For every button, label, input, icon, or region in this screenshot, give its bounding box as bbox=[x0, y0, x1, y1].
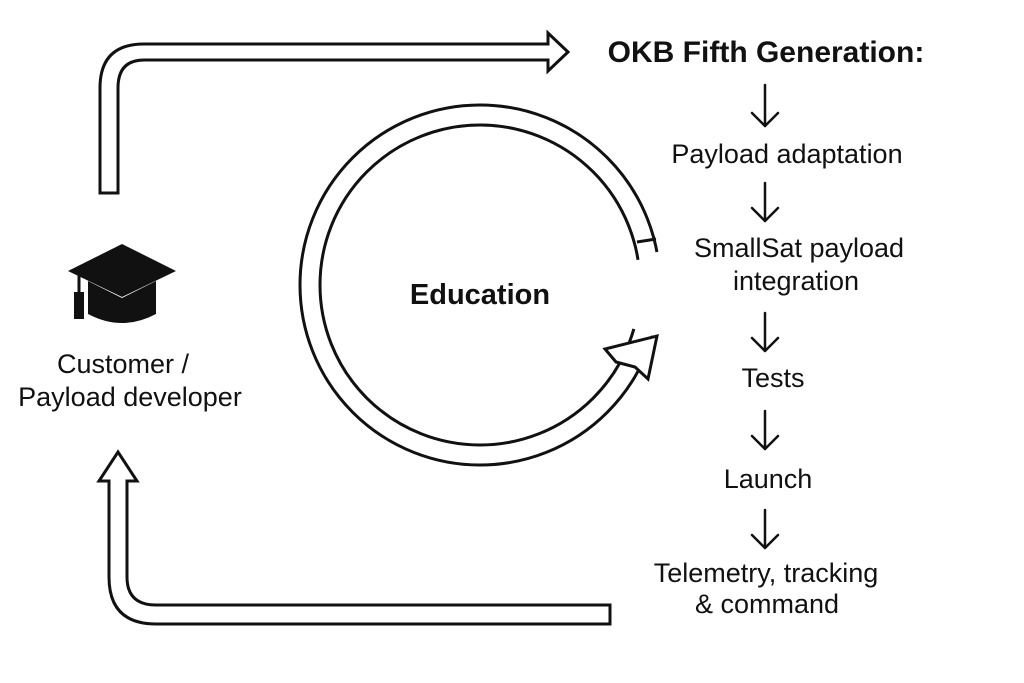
down-arrow-3 bbox=[750, 311, 780, 353]
actor-label-line1: Customer / bbox=[57, 349, 190, 379]
flow-arrows bbox=[750, 83, 780, 550]
step-smallsat-integration-line1: SmallSat payload bbox=[694, 233, 904, 263]
diagram-title: OKB Fifth Generation: bbox=[608, 36, 925, 69]
step-tests: Tests bbox=[741, 363, 804, 393]
down-arrow-4 bbox=[750, 409, 780, 451]
step-telemetry-line2: & command bbox=[695, 589, 839, 619]
down-arrow-5 bbox=[750, 508, 780, 550]
graduation-cap-icon bbox=[68, 244, 176, 323]
education-label: Education bbox=[410, 279, 550, 311]
step-telemetry-line1: Telemetry, tracking bbox=[654, 558, 879, 588]
bottom-hollow-arrow bbox=[96, 449, 612, 626]
actor-label-line2: Payload developer bbox=[18, 382, 242, 412]
step-payload-adaptation: Payload adaptation bbox=[671, 139, 902, 169]
down-arrow-1 bbox=[750, 83, 780, 128]
education-cycle-arrow bbox=[298, 103, 669, 467]
top-hollow-arrow bbox=[98, 29, 571, 195]
down-arrow-2 bbox=[750, 181, 780, 223]
step-launch: Launch bbox=[724, 464, 813, 494]
step-smallsat-integration-line2: integration bbox=[733, 266, 859, 296]
